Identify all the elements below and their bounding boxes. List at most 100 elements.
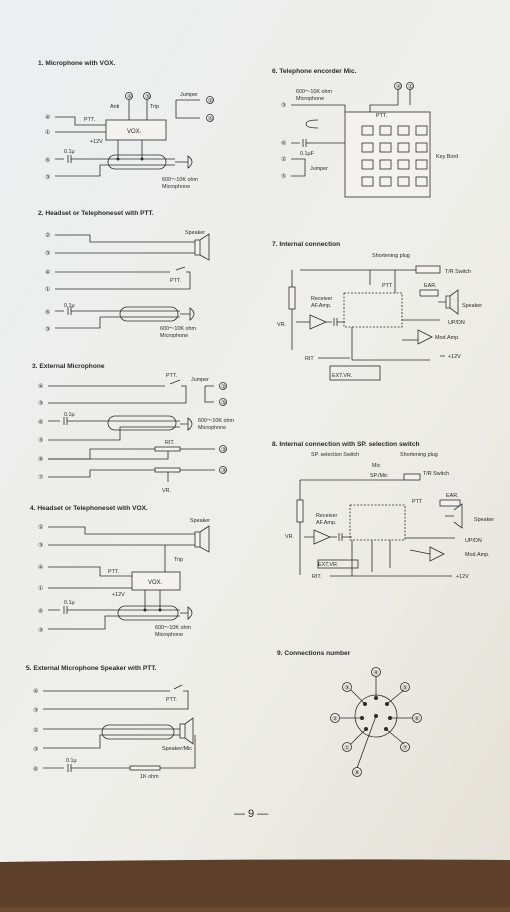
svg-text:Jumper: Jumper (310, 166, 328, 172)
svg-text:Trip: Trip (150, 104, 159, 110)
svg-text:Speaker: Speaker (474, 517, 494, 523)
svg-text:⑥: ⑥ (127, 93, 132, 100)
svg-text:0.1μ: 0.1μ (64, 303, 75, 309)
svg-text:PTT: PTT (412, 499, 423, 505)
svg-text:SP./Mic: SP./Mic (370, 473, 388, 479)
svg-text:VR.: VR. (162, 488, 171, 494)
svg-text:②: ② (281, 156, 286, 163)
svg-text:4. Headset or Telephoneset wit: 4. Headset or Telephoneset with VOX. (30, 505, 148, 512)
svg-text:⑥: ⑥ (38, 608, 43, 615)
svg-text:+12V: +12V (112, 592, 125, 598)
svg-text:②: ② (33, 727, 38, 734)
svg-text:⑤: ⑤ (281, 173, 286, 180)
svg-text:②: ② (45, 232, 50, 239)
svg-text:Mod.Amp.: Mod.Amp. (435, 335, 460, 341)
svg-text:②: ② (208, 97, 213, 104)
svg-text:③: ③ (38, 437, 43, 444)
svg-text:③: ③ (38, 542, 43, 549)
svg-text:④: ④ (38, 383, 43, 390)
svg-text:⑥: ⑥ (45, 157, 50, 164)
svg-text:7. Internal connection: 7. Internal connection (272, 241, 340, 248)
svg-text:⑥: ⑥ (414, 716, 419, 723)
diagram-telephone-encoder-mic: 6. Telephone encorder Mic. 600～10K ohm M… (272, 68, 458, 198)
svg-text:③: ③ (33, 707, 38, 714)
svg-text:⑧: ⑧ (354, 770, 359, 777)
svg-text:VOX.: VOX. (148, 580, 163, 586)
paper-sheet (0, 0, 510, 862)
svg-text:PTT: PTT (382, 283, 393, 289)
svg-text:③: ③ (281, 102, 286, 109)
diagram-internal-connection: 7. Internal connection Shortening plug T… (272, 241, 482, 381)
svg-text:③: ③ (221, 467, 226, 474)
svg-text:T/R Switch: T/R Switch (445, 269, 471, 275)
svg-text:Mic: Mic (372, 463, 381, 469)
svg-text:Mod.Amp.: Mod.Amp. (465, 552, 490, 558)
diagram-external-mic-speaker-with-ptt: 5. External Microphone Speaker with PTT.… (26, 665, 196, 780)
svg-text:④: ④ (45, 114, 50, 121)
svg-text:③: ③ (45, 326, 50, 333)
svg-text:Jumper: Jumper (180, 92, 198, 98)
svg-text:⑥: ⑥ (38, 419, 43, 426)
svg-text:VR.: VR. (277, 322, 286, 328)
svg-text:④: ④ (38, 564, 43, 571)
svg-text:600～10K ohm: 600～10K ohm (296, 89, 332, 95)
svg-text:⑥: ⑥ (33, 766, 38, 773)
svg-text:Speaker/Mic: Speaker/Mic (162, 746, 192, 752)
svg-text:⑤: ⑤ (145, 93, 150, 100)
svg-text:PTT.: PTT. (108, 569, 119, 575)
svg-text:+12V: +12V (448, 354, 461, 360)
svg-text:Microphone: Microphone (155, 632, 183, 638)
svg-text:600～10K ohm: 600～10K ohm (160, 326, 196, 332)
svg-text:0.1μF: 0.1μF (300, 151, 315, 157)
svg-text:Microphone: Microphone (198, 425, 226, 431)
svg-text:EXT.VR.: EXT.VR. (332, 373, 352, 379)
svg-text:PTT.: PTT. (376, 113, 387, 119)
svg-text:⑤: ⑤ (221, 399, 226, 406)
svg-text:④: ④ (373, 670, 378, 677)
svg-text:PTT.: PTT. (166, 697, 177, 703)
svg-text:AF.Amp.: AF.Amp. (316, 520, 336, 526)
svg-text:Trip: Trip (174, 557, 183, 563)
svg-text:+12V: +12V (90, 139, 103, 145)
page-number: — 9 — (234, 808, 268, 820)
svg-text:Jumper: Jumper (191, 377, 209, 383)
svg-text:①: ① (408, 83, 413, 90)
svg-text:①: ① (45, 129, 50, 136)
svg-text:③: ③ (45, 174, 50, 181)
diagram-microphone-with-vox: 1. Microphone with VOX. ⑥ ⑤ Anti Trip Ju… (38, 60, 214, 190)
svg-text:④: ④ (396, 83, 401, 90)
svg-text:EAR.: EAR. (424, 283, 437, 289)
svg-text:Anti: Anti (110, 104, 119, 110)
svg-text:RIT.: RIT. (165, 440, 175, 446)
svg-text:Speaker: Speaker (462, 303, 482, 309)
svg-text:④: ④ (45, 269, 50, 276)
svg-text:RIT.: RIT. (312, 574, 322, 580)
svg-text:⑧: ⑧ (38, 456, 43, 463)
svg-text:VR.: VR. (285, 534, 294, 540)
keypad-grid (361, 125, 428, 187)
svg-text:Key Bord: Key Bord (436, 154, 458, 160)
diagram-external-microphone: 3. External Microphone PTT. Jumper ④ ③ ⑥… (32, 363, 234, 494)
diagram-connections-number: 9. Connections number ③ ④ ⑤ ② ⑥ ① ⑦ ⑧ (277, 650, 422, 777)
svg-text:+12V: +12V (456, 574, 469, 580)
svg-text:①: ① (344, 745, 349, 752)
svg-text:⑥: ⑥ (45, 309, 50, 316)
svg-text:SP. selection Switch: SP. selection Switch (311, 452, 359, 458)
svg-text:EAR.: EAR. (446, 493, 459, 499)
svg-text:8. Internal connection with SP: 8. Internal connection with SP. selectio… (272, 441, 420, 448)
svg-text:600～10K ohm: 600～10K ohm (155, 625, 191, 631)
svg-text:0.1μ: 0.1μ (66, 758, 77, 764)
svg-text:①: ① (45, 286, 50, 293)
svg-text:0.1μ: 0.1μ (64, 600, 75, 606)
svg-text:AF.Amp.: AF.Amp. (311, 303, 331, 309)
svg-text:⑦: ⑦ (38, 474, 43, 481)
svg-text:600～10K ohm: 600～10K ohm (198, 418, 234, 424)
svg-text:⑥: ⑥ (281, 140, 286, 147)
svg-text:RIT: RIT (305, 356, 314, 362)
diagram-headset-with-ptt: 2. Headset or Telephoneset with PTT. Spe… (38, 210, 210, 339)
svg-text:6. Telephone encorder Mic.: 6. Telephone encorder Mic. (272, 68, 357, 75)
svg-text:③: ③ (38, 400, 43, 407)
svg-text:600～10K ohm: 600～10K ohm (162, 177, 198, 183)
svg-text:0.1μ: 0.1μ (64, 149, 75, 155)
